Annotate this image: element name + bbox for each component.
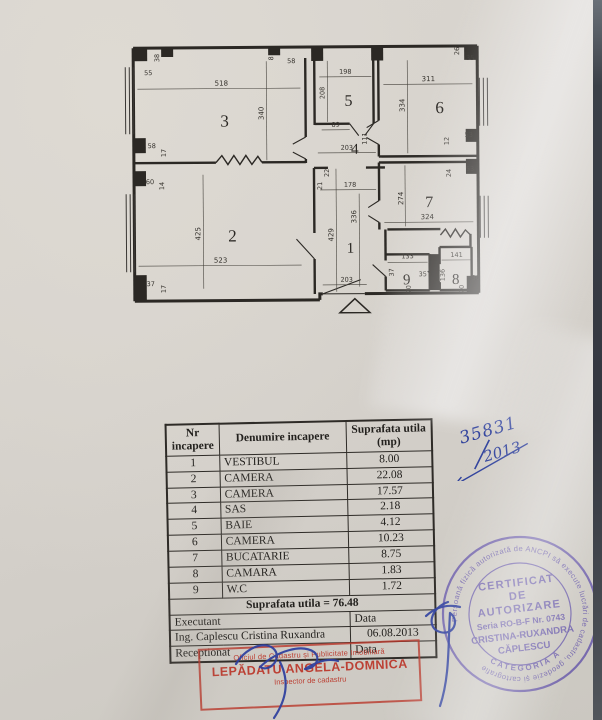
dim-label: 8	[267, 56, 275, 60]
handnote-slash	[474, 439, 491, 470]
dim-label: 38	[153, 54, 161, 62]
dim-label: 21	[316, 182, 324, 190]
dim-label: 208	[318, 87, 326, 99]
handnote-underline-arrow	[453, 442, 529, 481]
table-cell: 8.00	[346, 450, 433, 469]
dim-label: 89	[331, 121, 339, 129]
col-header-suprafata: Suprafata utila (mp)	[345, 419, 433, 453]
dim-label: 178	[344, 181, 356, 189]
photo-edge	[593, 0, 602, 720]
dim-label: 60	[146, 178, 154, 186]
north-triangle	[338, 297, 372, 314]
round-authorization-stamp: Persoană fizică autorizată de ANCPI să e…	[441, 535, 599, 693]
room-number-4: 4	[351, 142, 359, 158]
dim-label: 425	[194, 227, 202, 240]
dim-label: 55	[144, 69, 152, 77]
signature-inspector	[234, 644, 340, 720]
dim-label: 17	[160, 149, 168, 157]
paper-crease	[0, 470, 460, 720]
col-header-denumire: Denumire incapere	[218, 421, 347, 455]
stamp-line2: DE	[508, 589, 527, 603]
dim-label: 336	[350, 209, 358, 223]
dim-label: 340	[258, 107, 266, 120]
room-number-3: 3	[220, 112, 229, 131]
dim-label: 518	[215, 80, 228, 88]
dim-label: 198	[339, 68, 351, 76]
dim-label: 523	[214, 257, 227, 265]
dim-label: 111	[361, 132, 369, 144]
room-number-1: 1	[347, 241, 355, 257]
dim-label: 58	[148, 142, 156, 150]
dim-label: 203	[341, 144, 353, 152]
room-number-5: 5	[344, 93, 352, 110]
room-number-2: 2	[228, 226, 237, 245]
dim-label: 58	[287, 57, 295, 65]
dim-label: 17	[160, 285, 168, 293]
col-header-nr: Nr incapere	[165, 423, 220, 457]
stamp-inner-circle	[468, 562, 572, 666]
dim-label: 22	[323, 169, 331, 177]
dim-label: 429	[327, 228, 335, 241]
dim-label: 203	[340, 276, 352, 284]
dim-label: 37	[147, 280, 155, 288]
dim-label: 334	[398, 98, 406, 112]
dim-label: 14	[158, 182, 166, 190]
signature-round-stamp	[424, 600, 462, 708]
